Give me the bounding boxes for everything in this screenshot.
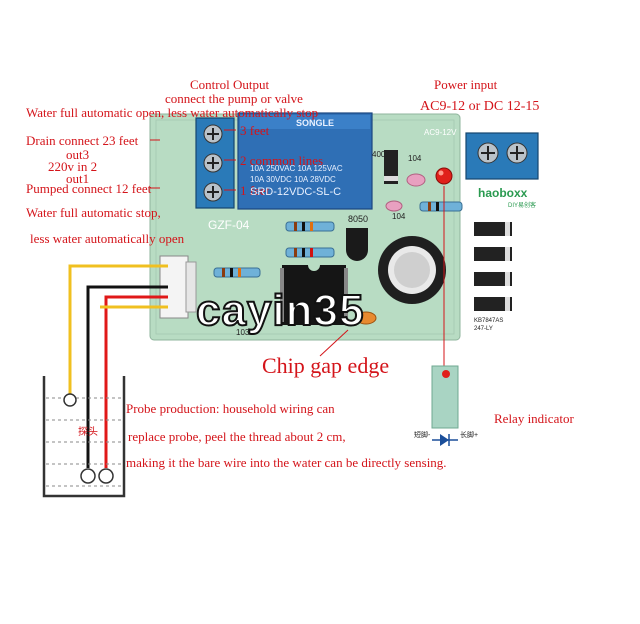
resistor-103-label: 103 bbox=[236, 328, 250, 337]
label-1-feet: 1 feet bbox=[240, 183, 270, 198]
cap-104-b-label: 104 bbox=[392, 212, 406, 221]
resistor-1 bbox=[285, 221, 335, 232]
label-power-input: Power input bbox=[434, 77, 498, 92]
label-connect-pump: connect the pump or valve bbox=[165, 91, 303, 106]
capacitor-104-b bbox=[385, 200, 403, 212]
resistor-3 bbox=[213, 267, 261, 278]
board-name: GZF-04 bbox=[208, 218, 250, 232]
label-out1: out1 bbox=[66, 171, 90, 186]
relay-brand: SONGLE bbox=[296, 118, 335, 128]
chip-code-2: 247-LY bbox=[474, 326, 493, 332]
label-3-feet: 3 feet bbox=[240, 123, 270, 138]
watermark: cayin35 bbox=[195, 285, 365, 336]
label-probe-line-2: replace probe, peel the thread about 2 c… bbox=[128, 429, 346, 444]
diode-4007-4-label: 4007 bbox=[516, 311, 537, 321]
diode-4007-2-label: 4007 bbox=[516, 261, 537, 271]
relay-indicator-strip bbox=[431, 365, 459, 429]
label-chip-gap-edge: Chip gap edge bbox=[262, 353, 390, 378]
relay-rating-1: 10A 250VAC 10A 125VAC bbox=[250, 164, 343, 173]
label-220v: 220v in 2 bbox=[48, 159, 98, 174]
relay-model: SRD-12VDC-SL-C bbox=[250, 186, 342, 198]
diodes-4007 bbox=[474, 222, 512, 311]
cap-104-a-label: 104 bbox=[408, 154, 422, 163]
transistor-label: 8050 bbox=[348, 214, 369, 224]
label-probe-cn: 探头 bbox=[78, 427, 98, 438]
diode-top-label: 4007 bbox=[372, 150, 390, 159]
transistor-8050 bbox=[346, 228, 368, 261]
label-common-lines: 2 common lines bbox=[240, 153, 324, 168]
diode-4007-1-label: 4007 bbox=[516, 236, 537, 246]
probe-wires bbox=[68, 264, 168, 468]
led-short-leg-label: 短脚- bbox=[414, 432, 431, 439]
ic-chip bbox=[282, 265, 346, 325]
label-control-output: Control Output bbox=[190, 77, 270, 92]
label-pumped-connect: Pumped connect 12 feet bbox=[26, 181, 152, 196]
brand-logo: haoboxx bbox=[478, 186, 528, 200]
brand-logo-sub: DIY易创客 bbox=[508, 203, 537, 209]
label-water-full-stop: Water full automatic stop, bbox=[26, 205, 161, 220]
label-out3: out3 bbox=[66, 147, 90, 162]
resistor-4 bbox=[419, 201, 463, 212]
led-long-leg-label: 长脚+ bbox=[460, 432, 479, 439]
beaker bbox=[42, 376, 126, 498]
led-symbol bbox=[432, 434, 458, 446]
red-led bbox=[435, 167, 453, 185]
control-terminal-screws bbox=[203, 124, 223, 202]
capacitor-orange bbox=[355, 311, 377, 325]
diode-4007-3-label: 4007 bbox=[516, 286, 537, 296]
label-drain-connect: Drain connect 23 feet bbox=[26, 133, 139, 148]
capacitor-104-a bbox=[406, 173, 426, 187]
power-terminal-block bbox=[465, 132, 539, 180]
ac-label: AC9-12V bbox=[424, 128, 457, 137]
label-less-water-open: less water automatically open bbox=[30, 231, 185, 246]
label-ac-dc: AC9-12 or DC 12-15 bbox=[420, 99, 540, 114]
label-probe-line-1: Probe production: household wiring can bbox=[126, 401, 335, 416]
label-relay-indicator: Relay indicator bbox=[494, 411, 574, 426]
chip-code-1: KB7847AS bbox=[474, 318, 504, 324]
label-water-full-open: Water full automatic open, less water au… bbox=[26, 105, 319, 120]
relay-rating-2: 10A 30VDC 10A 28VDC bbox=[250, 175, 336, 184]
label-probe-line-3: making it the bare wire into the water c… bbox=[126, 455, 447, 470]
diode-top bbox=[384, 150, 398, 184]
resistor-2 bbox=[285, 247, 335, 258]
